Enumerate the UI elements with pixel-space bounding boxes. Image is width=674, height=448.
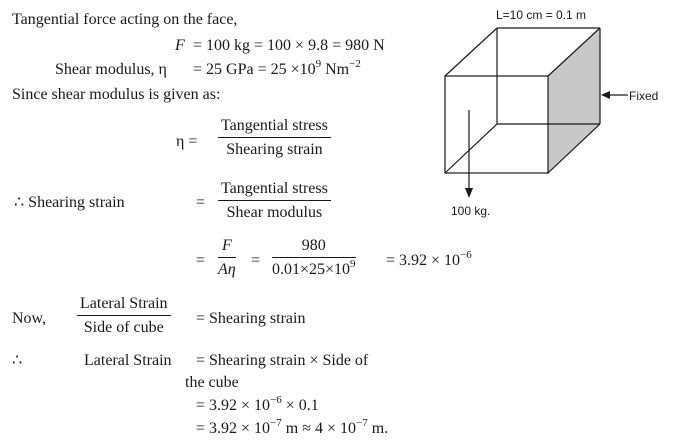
shear-modulus-label: Shear modulus, η bbox=[55, 61, 167, 78]
strain-result: = 3.92 × 10−6 bbox=[386, 249, 472, 269]
force-equation: = 100 kg = 100 × 9.8 = 980 N bbox=[193, 37, 385, 54]
definition-intro: Since shear modulus is given as: bbox=[12, 86, 221, 103]
strain-fraction: Tangential stress Shear modulus bbox=[218, 180, 331, 222]
modulus-fraction: Tangential stress Shearing strain bbox=[218, 117, 331, 159]
fraction-numerator: Tangential stress bbox=[218, 117, 331, 138]
substitution-line: = 3.92 × 10−6 × 0.1 bbox=[196, 394, 319, 414]
lateral-strain-expression: = Shearing strain × Side of bbox=[196, 352, 369, 369]
fixed-label: Fixed bbox=[629, 89, 659, 103]
fraction-denominator: Shearing strain bbox=[226, 141, 323, 158]
length-label: L=10 cm = 0.1 m bbox=[496, 8, 587, 22]
shear-modulus-value: = 25 GPa = 25 ×109 Nm−2 bbox=[193, 58, 361, 78]
equals-shearing-strain: = Shearing strain bbox=[196, 310, 306, 327]
lateral-strain-fraction: Lateral Strain Side of cube bbox=[77, 295, 171, 337]
lateral-strain-label: Lateral Strain bbox=[84, 352, 172, 369]
now-label: Now, bbox=[12, 310, 47, 327]
f-over-a-eta-fraction: F Aη bbox=[218, 237, 236, 278]
numeric-fraction: 980 0.01×25×109 bbox=[272, 237, 356, 278]
final-answer: = 3.92 × 10−7 m ≈ 4 × 10−7 m. bbox=[196, 417, 389, 437]
therefore-shearing-strain: ∴ Shearing strain bbox=[14, 194, 125, 211]
continuation-text: the cube bbox=[185, 374, 239, 391]
equals-sign: = bbox=[196, 252, 206, 269]
therefore-symbol: ∴ bbox=[12, 352, 23, 369]
intro-text: Tangential force acting on the face, bbox=[12, 11, 238, 28]
equals-sign: = bbox=[251, 252, 261, 269]
force-symbol: F bbox=[175, 37, 185, 54]
equals-sign: = bbox=[196, 194, 206, 211]
eta-equals: η = bbox=[176, 133, 198, 150]
fraction-numerator: Tangential stress bbox=[218, 180, 331, 201]
force-arrowhead-icon bbox=[465, 188, 473, 198]
fixed-face-shading bbox=[548, 28, 600, 173]
force-label: 100 kg. bbox=[451, 204, 491, 218]
fixed-arrowhead-icon bbox=[601, 91, 610, 99]
fraction-denominator: Shear modulus bbox=[226, 204, 323, 221]
